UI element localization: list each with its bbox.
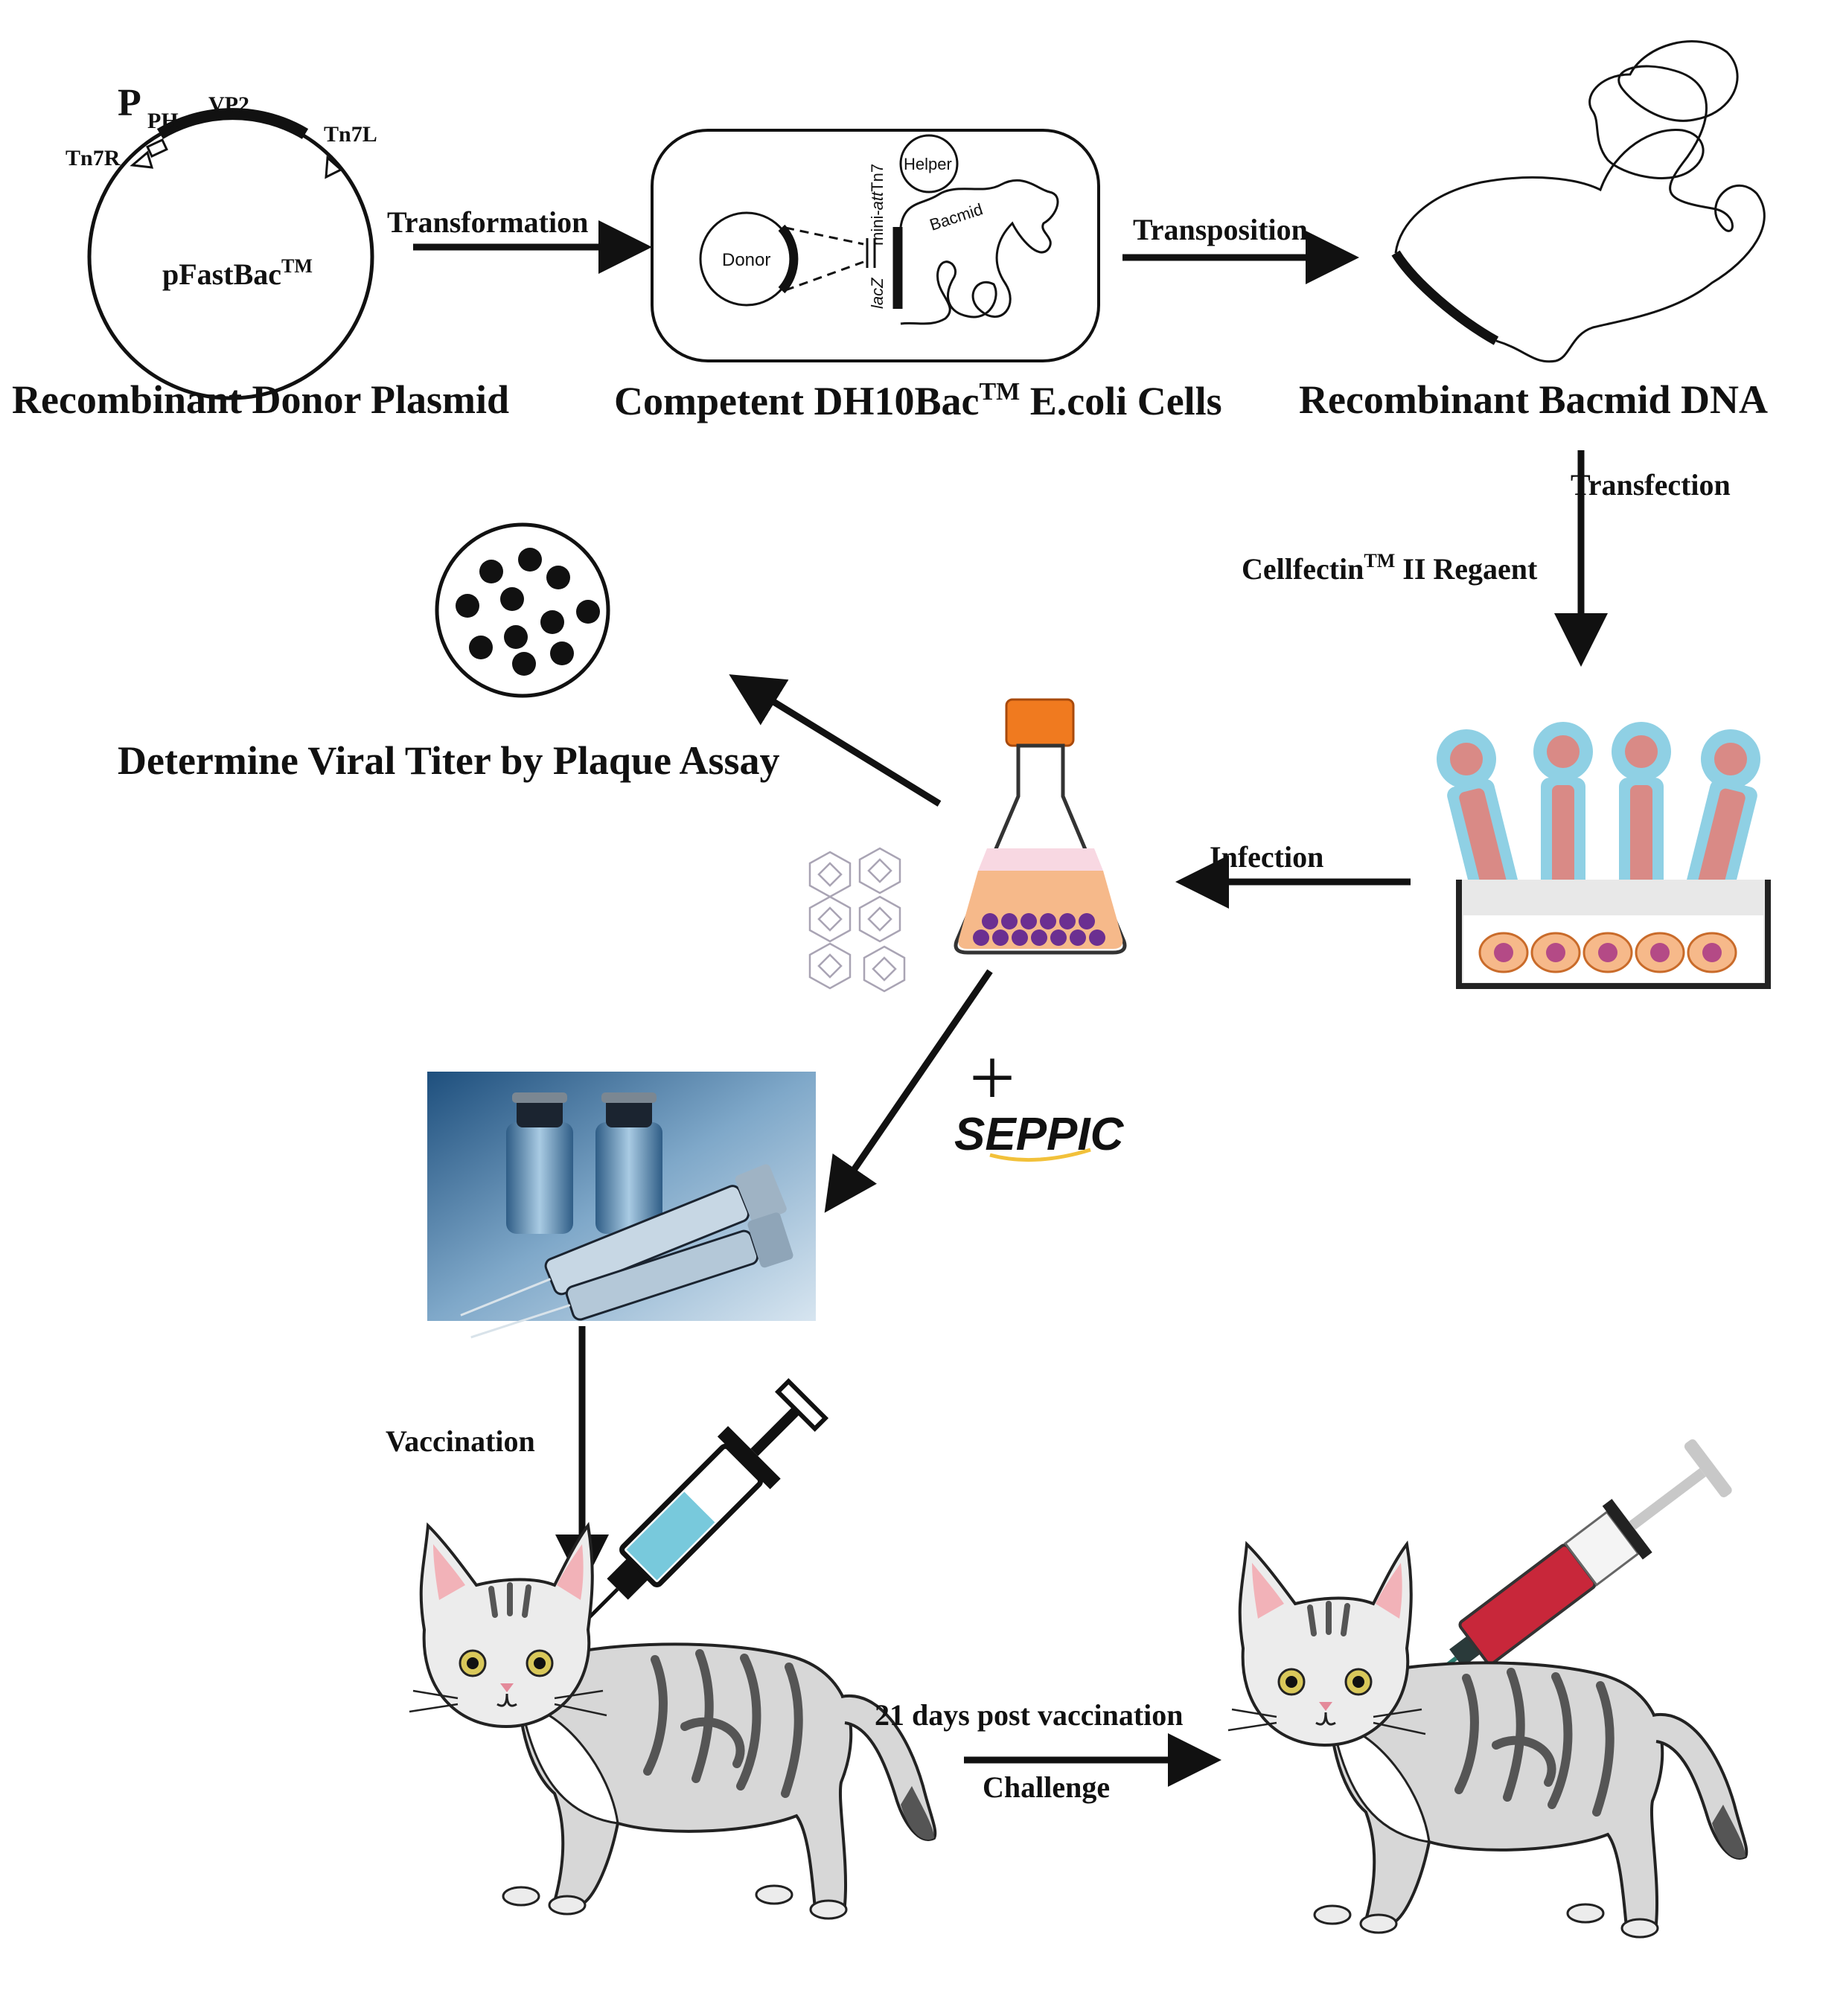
cat1-belly [520,1703,619,1825]
donor-label: Donor [722,250,770,270]
challenged-cat [1227,1540,1748,1939]
bacmid-strand [899,179,1059,325]
cat2-tail-tip [1712,1805,1746,1859]
cat2-inner-ear-right [1376,1563,1402,1619]
transposition-label: Transposition [1133,213,1308,246]
budding-virus-3 [1612,722,1671,908]
bacmid-dna-strand [1394,40,1766,363]
transformation-label: Transformation [387,205,588,239]
cat2-inner-ear-left [1252,1563,1284,1619]
reagent-label: CellfectinTM II Regaent [1242,550,1538,586]
lacz-label: lacZ [868,277,887,309]
cat1-paws [502,1884,848,1920]
seppic-swoosh [989,1148,1091,1162]
budding-virus-2 [1533,722,1593,908]
transfection-label: Transfection [1571,468,1731,502]
challenge-step: 21 days post vaccination Challenge [875,1698,1221,1804]
cat2-paws [1313,1903,1659,1939]
plaques [456,548,600,676]
transfection-step: Transfection CellfectinTM II Regaent [1242,450,1731,667]
cat2-stripes [1454,1668,1615,1817]
cat2-mouth [1315,1712,1336,1726]
tn7r-label: Tn7R [66,146,121,170]
plaque-assay-caption: Determine Viral Titer by Plaque Assay [118,738,779,783]
cat1-head [419,1522,594,1729]
seppic-logo: SEPPIC [954,1109,1125,1160]
vaccination-step: Vaccination [386,1326,609,1588]
challenge-syringe-icon [1413,1439,1732,1692]
adjuvant: + SEPPIC [954,1032,1125,1162]
cat1-nose [500,1683,514,1692]
cat2-head-stripes [1307,1601,1350,1636]
flask-cap [1005,698,1075,747]
flask-medium-pink [978,848,1103,871]
culture-flask [954,698,1127,955]
bacmid-insert [1391,250,1499,345]
virus-like-particles [808,847,906,993]
cat1-tail-tip [901,1786,934,1840]
flask-to-vaccine-arrow [824,969,993,1213]
plaque-assay-step: Determine Viral Titer by Plaque Assay [118,522,942,807]
transformation-step: Transformation [387,205,652,274]
promoter-label: P [118,82,141,124]
tn7r-marker [130,150,154,169]
vaccination-label: Vaccination [386,1424,535,1458]
cat1-whiskers [409,1689,607,1717]
photo-syringe-2 [470,1212,793,1339]
flask-cells [973,913,1105,946]
cat1-inner-ear-left [433,1544,465,1600]
cat2-body [1329,1661,1664,1930]
tn7l-marker [325,155,343,179]
insect-cells [1478,932,1737,973]
days-post-vaccination-label: 21 days post vaccination [875,1698,1184,1732]
budding-virus-4 [1684,729,1760,906]
transposition-step: Transposition [1122,213,1359,284]
helper-circle [899,134,959,193]
cat1-head-stripes [488,1582,531,1618]
cells-caption: Competent DH10BacTM E.coli Cells [614,378,1222,423]
vaccine-photo [427,1072,816,1339]
cat1-inner-ear-right [557,1544,584,1600]
plaque-arrow [729,674,942,807]
infection-step: Infection [1175,840,1411,909]
recombinant-bacmid-dna: Recombinant Bacmid DNA [1299,40,1768,422]
budding-virus-1 [1437,729,1519,903]
dashed-line-top [785,226,864,246]
promoter-subscript: PH [147,109,179,133]
bacmid-caption: Recombinant Bacmid DNA [1299,377,1768,422]
cat2-whiskers [1227,1708,1426,1735]
mini-att-tn7-label: mini-attTn7 [868,164,887,246]
infected-cell-culture [1437,722,1771,989]
helper-label: Helper [904,155,952,173]
recombinant-donor-plasmid: P PH VP2 Tn7R Tn7L pFastBacTM Recombinan… [12,82,509,422]
photo-syringe-1 [460,1164,787,1316]
plus-sign: + [969,1032,1015,1123]
cat1-body [517,1642,853,1911]
cat2-head [1238,1540,1413,1747]
challenge-label: Challenge [983,1770,1110,1804]
cat2-belly [1331,1721,1431,1843]
plasmid-circle [87,113,374,400]
donor-insert [778,224,799,294]
tn7l-label: Tn7L [324,122,377,147]
cat1-stripes [643,1649,803,1798]
cat1-mouth [496,1693,517,1707]
plasmid-caption: Recombinant Donor Plasmid [12,377,509,422]
vp2-label: VP2 [208,92,249,117]
infection-label: Infection [1210,840,1323,874]
vial-1 [506,1092,573,1234]
cat2-nose [1319,1702,1332,1711]
promoter-box [146,138,168,158]
plasmid-name: pFastBacTM [162,255,313,291]
competent-cells: Donor mini-attTn7 lacZ Helper Bacmid Com… [614,129,1222,423]
flask-medium-orange [958,871,1123,949]
vial-2 [595,1092,662,1234]
vaccinated-cat [409,1522,937,1920]
vp2-gene-segment [156,108,309,139]
